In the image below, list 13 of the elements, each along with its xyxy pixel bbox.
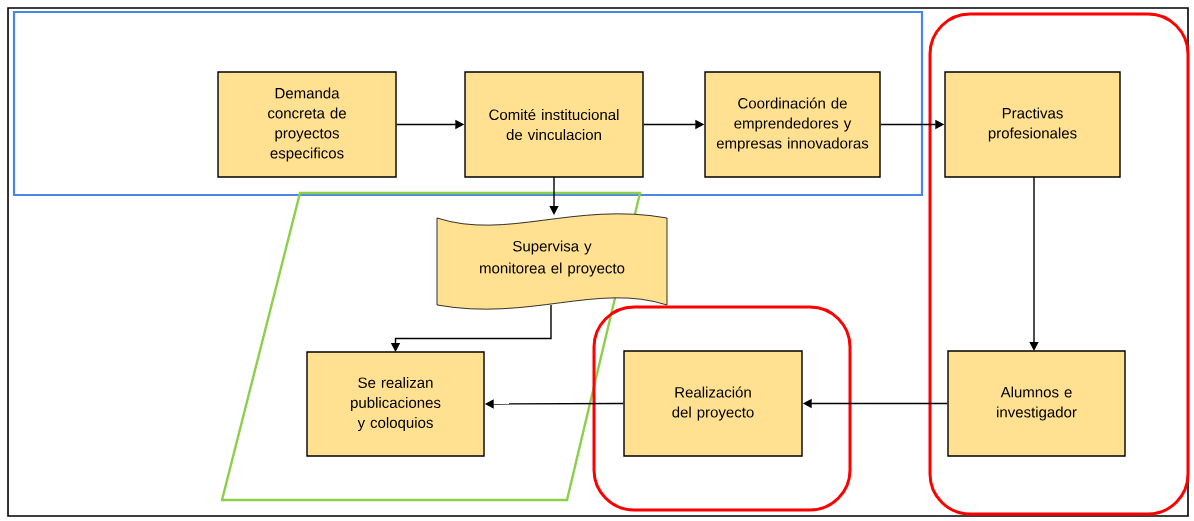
group-frame (928, 12, 1190, 516)
process-box: Comité institucional de vinculacion (464, 71, 644, 178)
process-box: Realización del proyecto (623, 350, 803, 457)
arrow (1029, 176, 1039, 351)
group-frame (12, 10, 924, 197)
group-frame (592, 305, 852, 512)
process-box: Coordinación de emprendedores y empresas innovadoras (704, 71, 881, 178)
group-parallelogram (220, 191, 642, 502)
process-box: Se realizan publicaciones y coloquios (306, 351, 485, 457)
arrow (549, 176, 559, 215)
process-box: Alumnos e investigador (947, 350, 1126, 457)
process-box: Demanda concreta de proyectos especificos (217, 71, 397, 178)
process-box: Practivas profesionales (944, 71, 1121, 178)
